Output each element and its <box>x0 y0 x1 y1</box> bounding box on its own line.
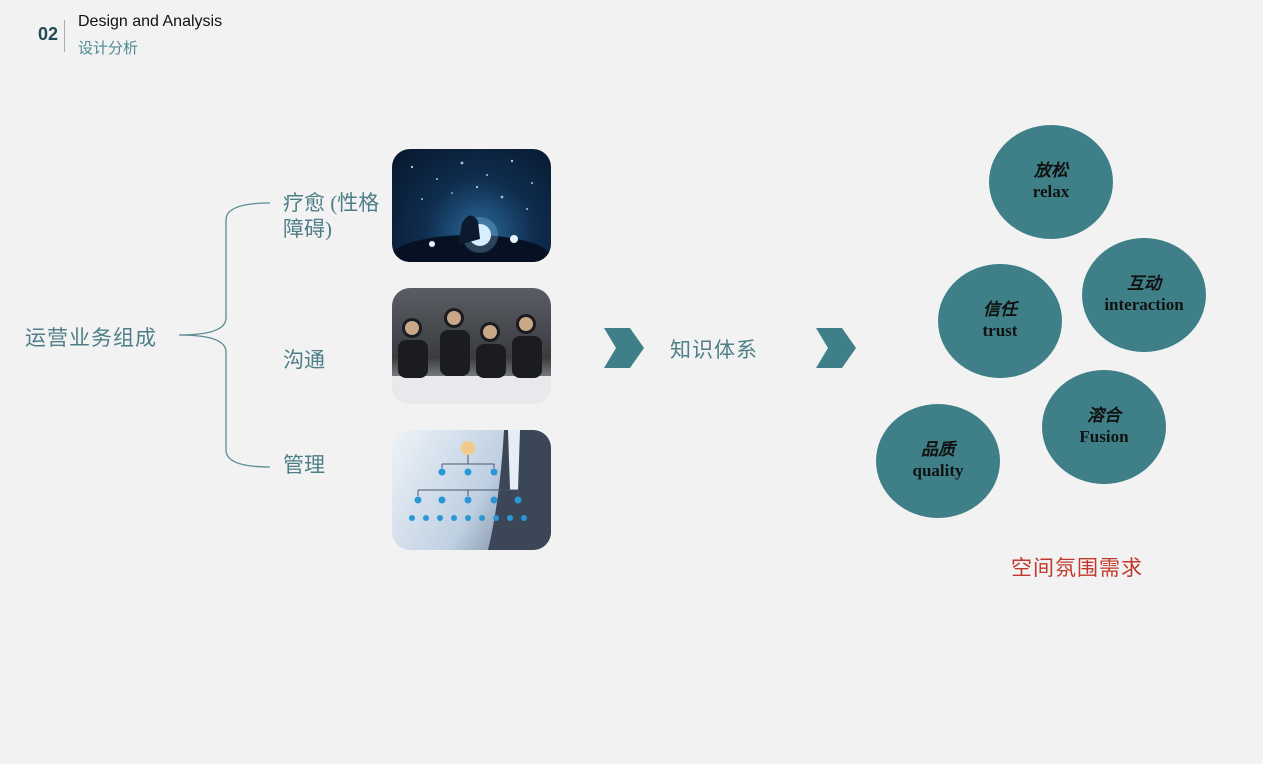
bubble-label-cn: 互动 <box>1127 274 1161 294</box>
bubble-trust: 信任 trust <box>938 264 1062 378</box>
knowledge-system-label: 知识体系 <box>670 338 758 362</box>
bubble-label-en: quality <box>912 461 964 480</box>
section-title-cn: 设计分析 <box>78 40 139 57</box>
tree-root-label: 运营业务组成 <box>25 326 157 350</box>
healing-photo <box>392 149 551 262</box>
bubble-quality: 品质 quality <box>876 404 1000 518</box>
tree-bracket <box>178 202 271 468</box>
branch-healing: 疗愈 (性格障碍) <box>283 191 380 241</box>
management-photo <box>392 430 551 550</box>
bubble-relax: 放松 relax <box>989 125 1113 239</box>
bubble-label-cn: 信任 <box>983 300 1017 320</box>
header-divider <box>64 20 65 52</box>
bubble-interaction: 互动 interaction <box>1082 238 1206 352</box>
bubble-label-en: interaction <box>1104 295 1184 314</box>
bubble-fusion: 溶合 Fusion <box>1042 370 1166 484</box>
communication-photo <box>392 288 551 404</box>
bubble-label-cn: 品质 <box>921 440 955 460</box>
branch-communication: 沟通 <box>283 348 325 372</box>
bubble-label-cn: 放松 <box>1034 161 1068 181</box>
section-title-en: Design and Analysis <box>78 13 223 30</box>
bubble-label-en: Fusion <box>1079 427 1129 446</box>
bubble-label-en: relax <box>1032 182 1070 201</box>
branch-management: 管理 <box>283 453 325 477</box>
space-atmosphere-label: 空间氛围需求 <box>1011 556 1143 580</box>
bubble-label-en: trust <box>982 321 1018 340</box>
section-number: 02 <box>38 24 59 44</box>
arrow-right-icon <box>604 328 644 368</box>
arrow-right-icon <box>816 328 856 368</box>
bubble-label-cn: 溶合 <box>1087 406 1121 426</box>
